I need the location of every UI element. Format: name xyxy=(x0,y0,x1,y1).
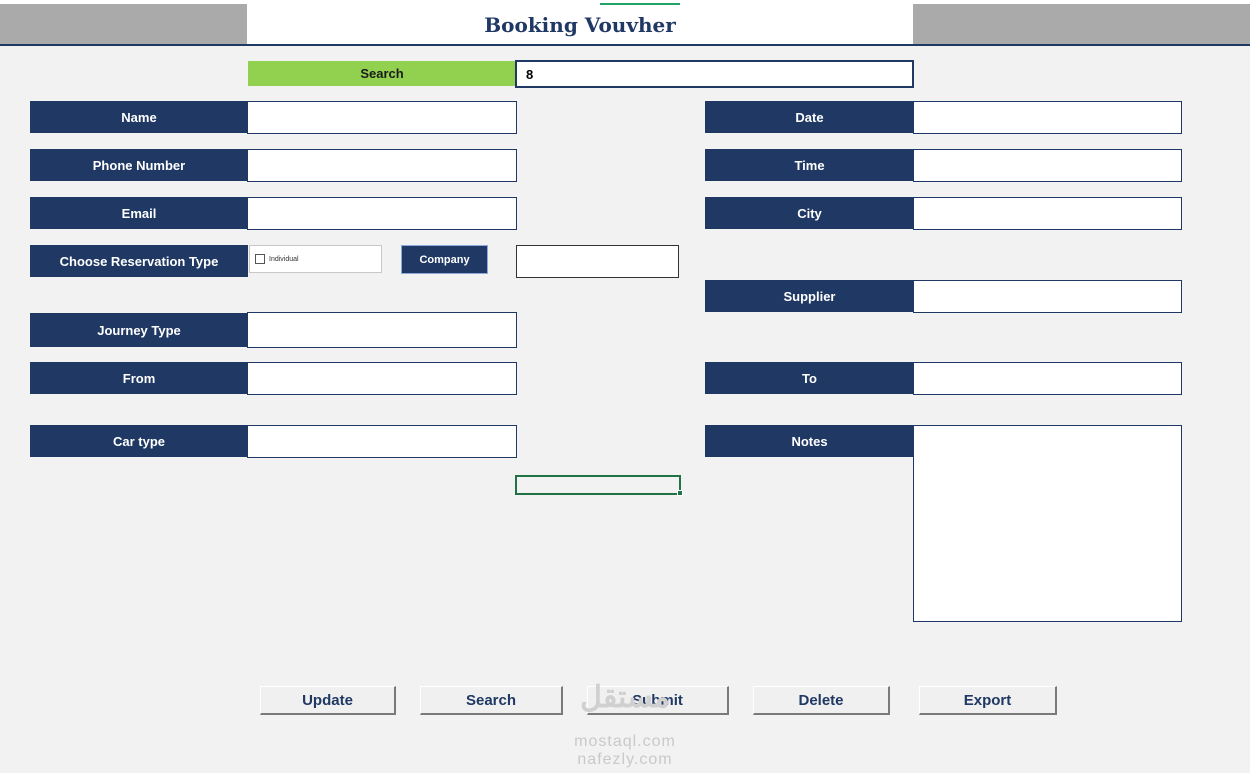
watermark-logo: مستقل xyxy=(580,681,670,714)
to-field[interactable] xyxy=(913,362,1182,395)
city-field[interactable] xyxy=(913,197,1182,230)
watermark-line1: mostaql.com xyxy=(574,733,676,750)
city-label: City xyxy=(705,197,914,229)
phone-label: Phone Number xyxy=(30,149,248,181)
reservation-type-label: Choose Reservation Type xyxy=(30,245,248,277)
search-input[interactable]: 8 xyxy=(515,60,914,88)
update-button[interactable]: Update xyxy=(260,686,396,715)
header-right-band xyxy=(913,4,1250,44)
header-left-band xyxy=(0,4,247,44)
search-label: Search xyxy=(248,61,516,86)
title-banner: Booking Vouvher xyxy=(247,4,913,44)
submit-button[interactable]: Submit xyxy=(587,686,729,715)
email-label: Email xyxy=(30,197,248,229)
name-label: Name xyxy=(30,101,248,133)
watermark-line2: nafezly.com xyxy=(577,751,673,768)
name-field[interactable] xyxy=(247,101,517,134)
time-field[interactable] xyxy=(913,149,1182,182)
company-field[interactable] xyxy=(516,245,679,278)
supplier-field[interactable] xyxy=(913,280,1182,313)
delete-button[interactable]: Delete xyxy=(753,686,890,715)
fill-handle[interactable] xyxy=(677,490,683,496)
selected-cell[interactable] xyxy=(515,475,681,495)
email-field[interactable] xyxy=(247,197,517,230)
phone-field[interactable] xyxy=(247,149,517,182)
to-label: To xyxy=(705,362,914,394)
time-label: Time xyxy=(705,149,914,181)
car-type-field[interactable] xyxy=(247,425,517,458)
notes-label: Notes xyxy=(705,425,914,457)
company-button[interactable]: Company xyxy=(401,245,488,274)
from-label: From xyxy=(30,362,248,394)
individual-checkbox[interactable]: Individual xyxy=(249,245,382,273)
from-field[interactable] xyxy=(247,362,517,395)
journey-type-label: Journey Type xyxy=(30,313,248,347)
notes-textarea[interactable] xyxy=(913,425,1182,622)
export-button[interactable]: Export xyxy=(919,686,1057,715)
date-field[interactable] xyxy=(913,101,1182,134)
car-type-label: Car type xyxy=(30,425,248,457)
page-title: Booking Vouvher xyxy=(484,13,676,37)
search-button[interactable]: Search xyxy=(420,686,563,715)
checkbox-icon xyxy=(255,254,265,264)
date-label: Date xyxy=(705,101,914,133)
title-accent-line xyxy=(600,3,680,5)
individual-label: Individual xyxy=(269,255,299,263)
journey-type-field[interactable] xyxy=(247,312,517,348)
supplier-label: Supplier xyxy=(705,280,914,312)
